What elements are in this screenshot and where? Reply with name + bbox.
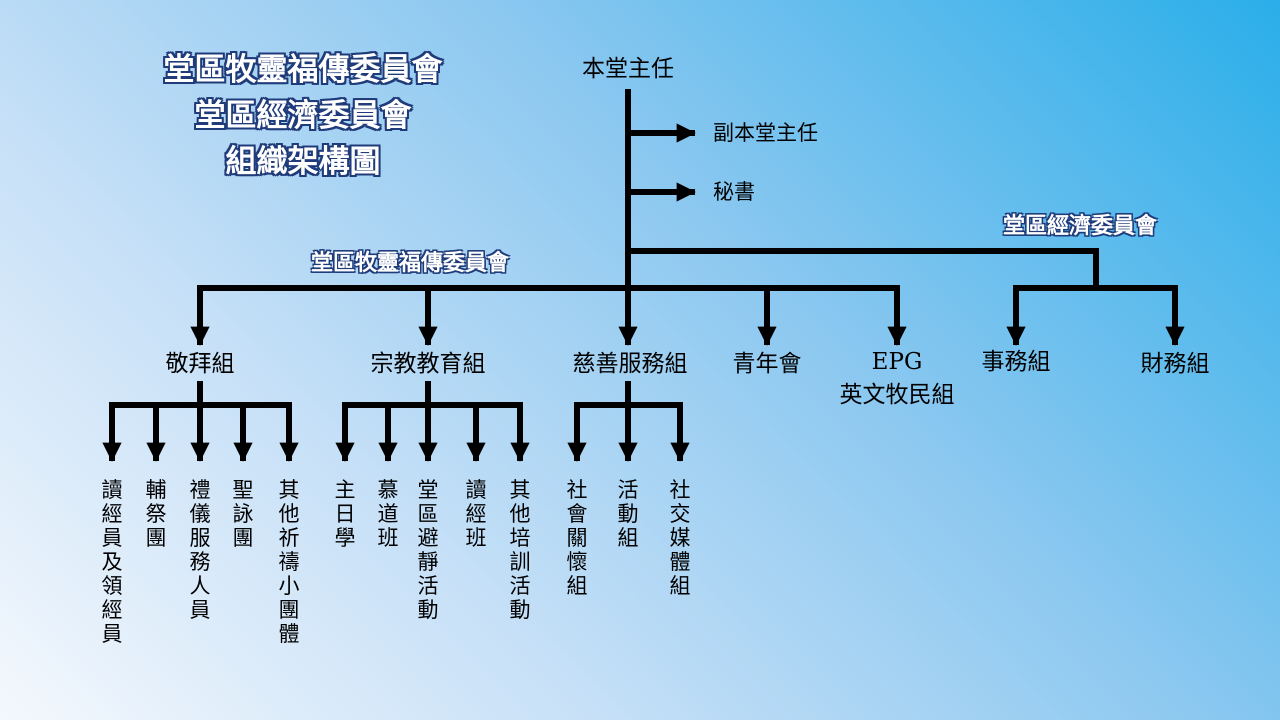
worship-unit-readers: 讀經員及領經員 xyxy=(101,478,123,646)
title-line-2: 堂區經濟委員會 xyxy=(194,98,412,134)
education-unit-retreat: 堂區避靜活動 xyxy=(417,478,439,622)
group-youth: 青年會 xyxy=(732,351,802,377)
title-line-1: 堂區牧靈福傳委員會 xyxy=(163,52,443,88)
worship-unit-choir: 聖詠團 xyxy=(232,478,254,550)
education-unit-sunday-school: 主日學 xyxy=(334,478,356,550)
group-charity: 慈善服務組 xyxy=(572,351,688,377)
economic-branch-line xyxy=(625,248,1099,288)
education-unit-catechumen: 慕道班 xyxy=(377,478,399,550)
charity-unit-social-media: 社交媒體組 xyxy=(669,478,691,598)
worship-unit-liturgy-service: 禮儀服務人員 xyxy=(189,478,211,622)
group-worship: 敬拜組 xyxy=(165,351,235,377)
group-epg-line-1: EPG xyxy=(871,349,923,375)
root-node: 本堂主任 xyxy=(582,56,674,82)
secretary-node: 秘書 xyxy=(713,180,755,204)
charity-unit-activities: 活動組 xyxy=(617,478,639,550)
title-line-3: 組織架構圖 xyxy=(225,144,381,180)
education-unit-bible-class: 讀經班 xyxy=(465,478,487,550)
group-affairs: 事務組 xyxy=(981,349,1051,375)
vice-rector-node: 副本堂主任 xyxy=(713,121,818,145)
economic-committee-label: 堂區經濟委員會 xyxy=(1003,214,1158,239)
group-epg-line-2: 英文牧民組 xyxy=(839,382,955,408)
charity-unit-social-care: 社會關懷組 xyxy=(566,478,588,598)
worship-unit-prayer-groups: 其他祈禱小團體 xyxy=(278,478,300,646)
group-finance: 財務組 xyxy=(1140,351,1210,377)
pastoral-committee-label: 堂區牧靈福傳委員會 xyxy=(311,251,510,276)
group-education: 宗教教育組 xyxy=(370,351,486,377)
worship-unit-altar-servers: 輔祭團 xyxy=(145,478,167,550)
education-unit-other-training: 其他培訓活動 xyxy=(509,478,531,622)
